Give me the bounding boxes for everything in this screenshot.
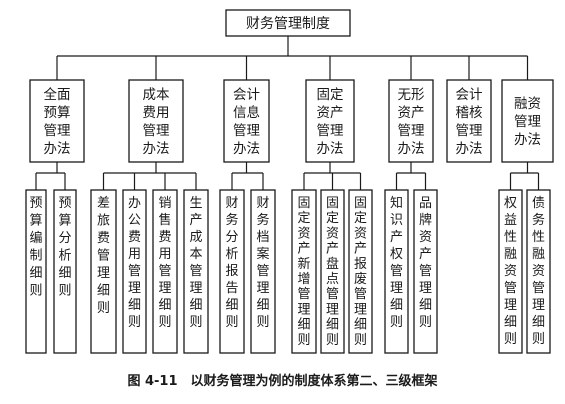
level2-box xyxy=(388,79,434,163)
level3-box xyxy=(526,189,551,354)
level3-label: 固定资产盘点管理细则 xyxy=(326,196,339,348)
level3-label: 办公费用管理细则 xyxy=(128,196,141,330)
level2-label: 无形资产管理办法 xyxy=(398,87,425,157)
level3-label: 固定资产报废管理细则 xyxy=(354,196,367,348)
level2-box xyxy=(501,79,554,163)
level3-box xyxy=(122,189,147,354)
level2-box xyxy=(29,79,85,163)
level3-box xyxy=(498,189,523,354)
level3-box xyxy=(219,189,245,354)
level2-label: 成本费用管理办法 xyxy=(143,87,170,157)
level3-label: 财务分析报告细则 xyxy=(225,196,238,330)
figure-caption: 图 4-11 以财务管理为例的制度体系第二、三级框架 xyxy=(127,374,438,389)
level2-box xyxy=(128,79,184,163)
level2-label: 会计信息管理办法 xyxy=(233,87,260,157)
level3-label: 差旅费管理细则 xyxy=(97,196,110,316)
level3-label: 销售费用管理细则 xyxy=(158,196,171,330)
level3-box xyxy=(291,189,317,354)
level3-label: 预算分析细则 xyxy=(58,196,71,299)
level3-label: 债务性融资管理细则 xyxy=(532,196,545,347)
level3-box xyxy=(384,189,409,354)
level2-label: 融资管理办法 xyxy=(514,96,542,148)
level3-box xyxy=(183,189,209,354)
level3-box xyxy=(413,189,438,354)
level2-label: 全面预算管理办法 xyxy=(44,86,71,157)
root-box xyxy=(225,9,351,37)
level3-box xyxy=(25,189,47,354)
level3-box xyxy=(348,189,373,354)
level2-box xyxy=(305,79,355,163)
level3-label: 固定资产新增管理细则 xyxy=(297,196,310,348)
level3-label: 知识产权管理细则 xyxy=(390,195,403,330)
level3-box xyxy=(152,189,178,354)
level3-label: 财务档案管理细则 xyxy=(256,196,269,330)
level3-box xyxy=(53,189,77,354)
level2-box xyxy=(223,79,270,163)
level3-label: 品牌资产管理细则 xyxy=(419,196,432,330)
level3-label: 生产成本管理细则 xyxy=(189,196,202,330)
level2-box xyxy=(446,79,492,163)
root-title: 财务管理制度 xyxy=(246,16,330,32)
level3-box xyxy=(250,189,276,354)
level3-box xyxy=(90,189,117,354)
level2-label: 会计稽核管理办法 xyxy=(456,87,483,157)
level3-box xyxy=(320,189,345,354)
level2-label: 固定资产管理办法 xyxy=(317,87,344,157)
level3-label: 权益性融资管理细则 xyxy=(504,195,517,347)
level3-label: 预算编制细则 xyxy=(29,196,42,299)
